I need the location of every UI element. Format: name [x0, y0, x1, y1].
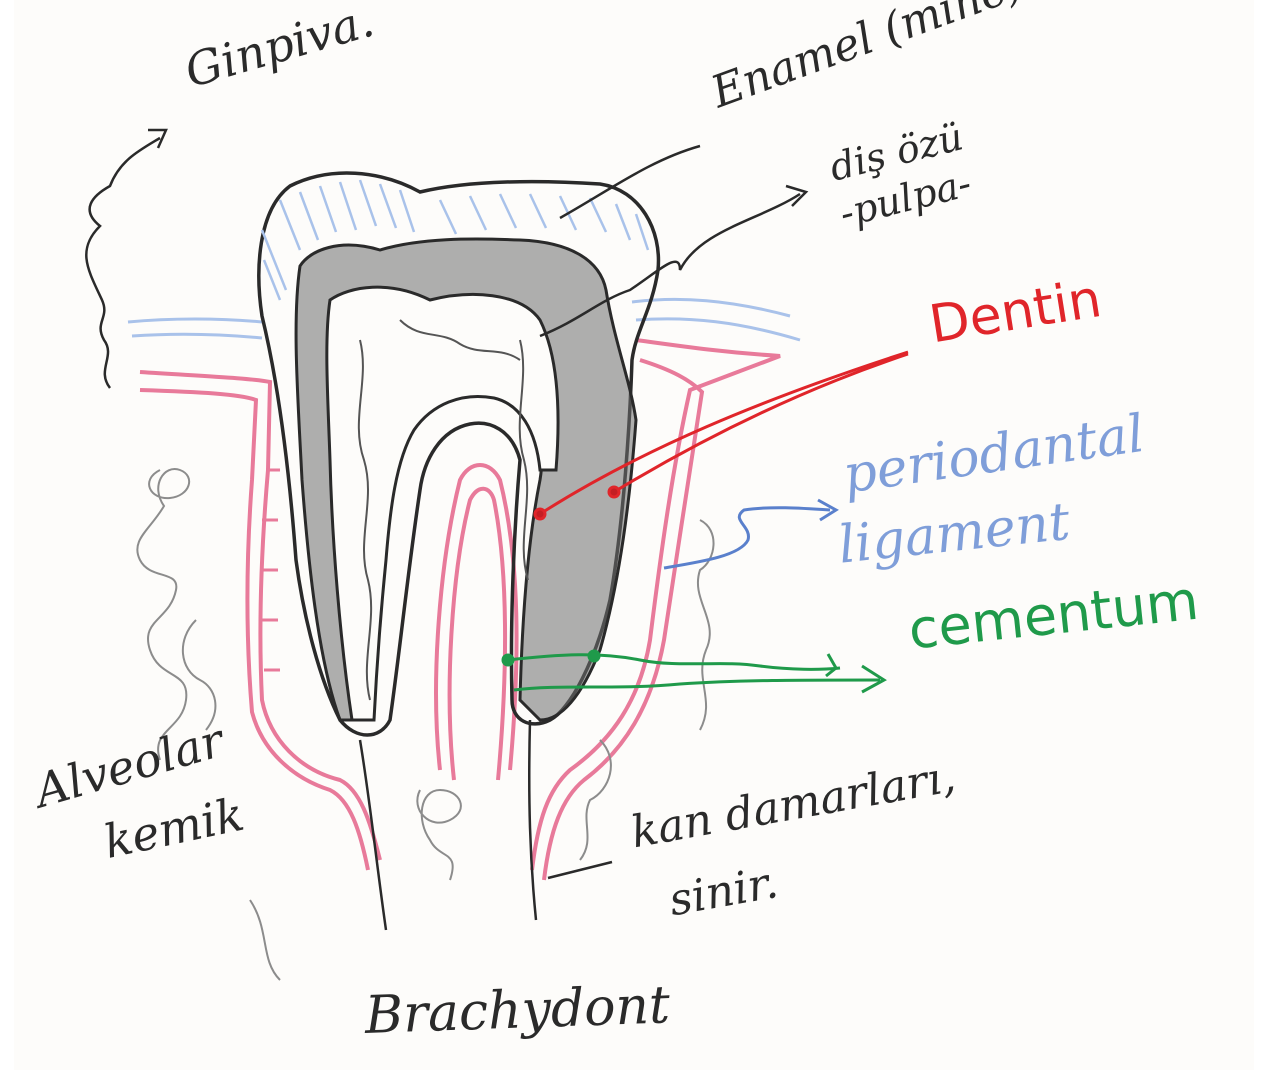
- pulp-canal: [436, 465, 516, 780]
- diagram-title: Brachydont: [364, 979, 671, 1042]
- gingiva-bracket: [86, 138, 160, 388]
- bone-scribbles: [137, 469, 713, 980]
- periodontal-pointer: [664, 500, 836, 568]
- vessels-pointer: [548, 862, 612, 878]
